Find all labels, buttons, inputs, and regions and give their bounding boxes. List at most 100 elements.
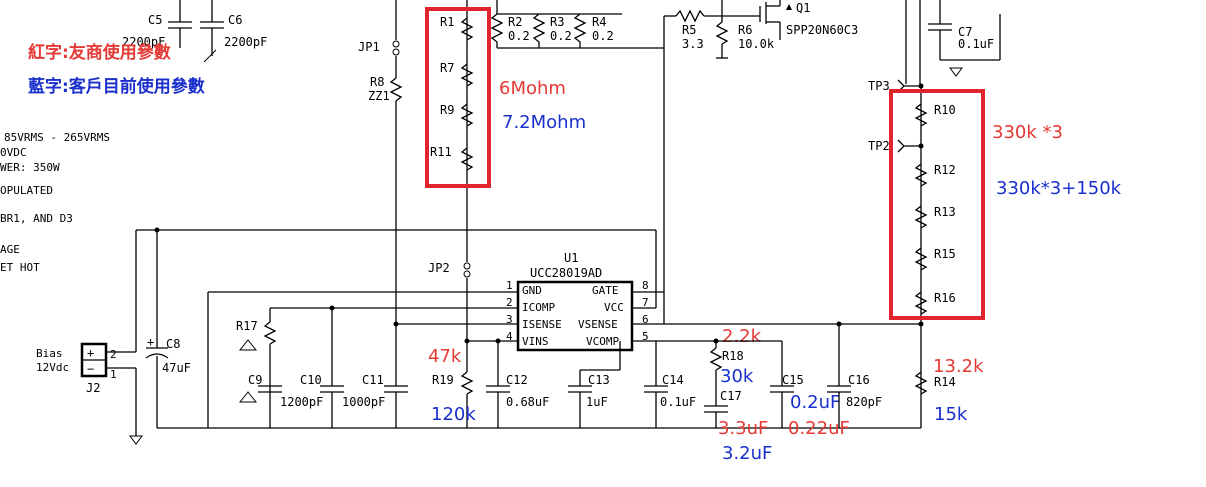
r17-ref: R17: [236, 319, 258, 333]
pin-name-1: GND: [522, 284, 542, 297]
annotation-r10-chain-blue: 330k*3+150k: [996, 178, 1122, 199]
annotation-c15-red: 0.22uF: [788, 418, 850, 439]
r4-value: 0.2: [592, 29, 614, 43]
r2-ref: R2: [508, 15, 522, 29]
connector-j2: + − J2 Bias 12Vdc 2 1: [36, 342, 117, 395]
c9-ref: C9: [248, 373, 262, 387]
c10-value: 1200pF: [280, 395, 323, 409]
r16-ref: R16: [934, 291, 956, 305]
highlight-box-r1-r11: [425, 7, 491, 188]
annotation-r1-chain-blue: 7.2Mohm: [502, 112, 586, 133]
capacitor-c5: C5 2200pF: [122, 0, 192, 49]
pin-name-4: VINS: [522, 335, 549, 348]
r5-value: 3.3: [682, 37, 704, 51]
pin-num-5: 5: [642, 330, 649, 343]
r9-ref: R9: [440, 103, 454, 117]
r3-value: 0.2: [550, 29, 572, 43]
c10-ref: C10: [300, 373, 322, 387]
c14-value: 0.1uF: [660, 395, 696, 409]
pin-num-3: 3: [506, 313, 513, 326]
annotation-r19-red: 47k: [428, 346, 462, 367]
annotation-c17-blue: 3.2uF: [722, 443, 772, 464]
r19-ref: R19: [432, 373, 454, 387]
capacitor-c16: C16 820pF: [827, 324, 882, 428]
annotation-c17-red: 3.3uF: [718, 418, 768, 439]
c6-ref: C6: [228, 13, 242, 27]
c17-ref: C17: [720, 389, 742, 403]
c12-value: 0.68uF: [506, 395, 549, 409]
tp2-ref: TP2: [868, 139, 890, 153]
pin-name-2: ICOMP: [522, 301, 555, 314]
c15-ref: C15: [782, 373, 804, 387]
r7-ref: R7: [440, 61, 454, 75]
resistor-r4: R4 0.2: [573, 13, 614, 48]
c16-value: 820pF: [846, 395, 882, 409]
annotation-r14-red: 13.2k: [933, 356, 984, 377]
r6-ref: R6: [738, 23, 752, 37]
resistor-r18: R18: [709, 341, 744, 386]
pin-name-8: GATE: [592, 284, 619, 297]
capacitor-c7: C7 0.1uF: [928, 0, 1001, 77]
annotation-r1-chain-red: 6Mohm: [499, 78, 566, 99]
j2-label-1: Bias: [36, 347, 63, 360]
r15-ref: R15: [934, 247, 956, 261]
resistor-r1: R1: [440, 15, 474, 41]
testpoint-tp2: TP2: [868, 139, 921, 153]
c7-ref: C7: [958, 25, 972, 39]
resistor-r12: R12: [914, 163, 956, 187]
tp3-ref: TP3: [868, 79, 890, 93]
pin-num-2: 2: [506, 296, 513, 309]
j2-plus: +: [87, 346, 94, 360]
annotation-c15-blue: 0.2uF: [790, 392, 840, 413]
r12-ref: R12: [934, 163, 956, 177]
resistor-r14: R14: [914, 371, 956, 395]
legend-red-text: 紅字:友商使用參數: [28, 42, 171, 63]
annotation-r10-chain-red: 330k *3: [992, 122, 1063, 143]
c8-value: 47uF: [162, 361, 191, 375]
note-line-6: AGE: [0, 243, 20, 256]
pin-num-4: 4: [506, 330, 513, 343]
pin-num-6: 6: [642, 313, 649, 326]
c8-ref: C8: [166, 337, 180, 351]
annotation-r18-red: 2.2k: [722, 326, 762, 347]
resistor-r19: R19: [432, 371, 474, 428]
c5-value: 2200pF: [122, 35, 165, 49]
r2-value: 0.2: [508, 29, 530, 43]
r5-ref: R5: [682, 23, 696, 37]
resistor-r11: R11: [430, 145, 474, 171]
ic-u1: U1 UCC28019AD GND ICOMP ISENSE VINS 1 2 …: [506, 251, 649, 352]
c6-value: 2200pF: [224, 35, 267, 49]
c8-plus: +: [147, 335, 154, 349]
r18-ref: R18: [722, 349, 744, 363]
annotation-r19-blue: 120k: [431, 404, 476, 425]
resistor-r13: R13: [914, 205, 956, 229]
capacitor-c17: C17: [704, 386, 742, 428]
note-line-3: WER: 350W: [0, 161, 60, 174]
capacitor-c6: C6 2200pF: [200, 0, 267, 63]
note-line-1: 85VRMS - 265VRMS: [4, 131, 110, 144]
jp1-ref: JP1: [358, 40, 380, 54]
c11-ref: C11: [362, 373, 384, 387]
capacitor-c10: C10 1200pF: [280, 308, 344, 428]
resistor-r5: R5 3.3: [675, 9, 760, 51]
c5-ref: C5: [148, 13, 162, 27]
transistor-q1: Q1 SPP20N60C3: [759, 0, 858, 40]
r1-ref: R1: [440, 15, 454, 29]
capacitor-c15: C15: [770, 341, 804, 428]
jumper-jp1: JP1: [358, 0, 400, 56]
annotation-r18-blue: 30k: [720, 366, 754, 387]
j2-minus: −: [87, 362, 94, 376]
resistor-r15: R15: [914, 247, 956, 271]
r3-ref: R3: [550, 15, 564, 29]
q1-value: SPP20N60C3: [786, 23, 858, 37]
legend-blue-text: 藍字:客戶目前使用參數: [28, 76, 205, 97]
jp2-ref: JP2: [428, 261, 450, 275]
r10-ref: R10: [934, 103, 956, 117]
resistor-r16: R16: [914, 291, 956, 315]
j2-pin-2: 2: [110, 348, 117, 361]
j2-ref: J2: [86, 381, 100, 395]
pin-name-3: ISENSE: [522, 318, 562, 331]
r8-ref: R8: [370, 75, 384, 89]
resistor-r10: R10: [914, 103, 956, 127]
